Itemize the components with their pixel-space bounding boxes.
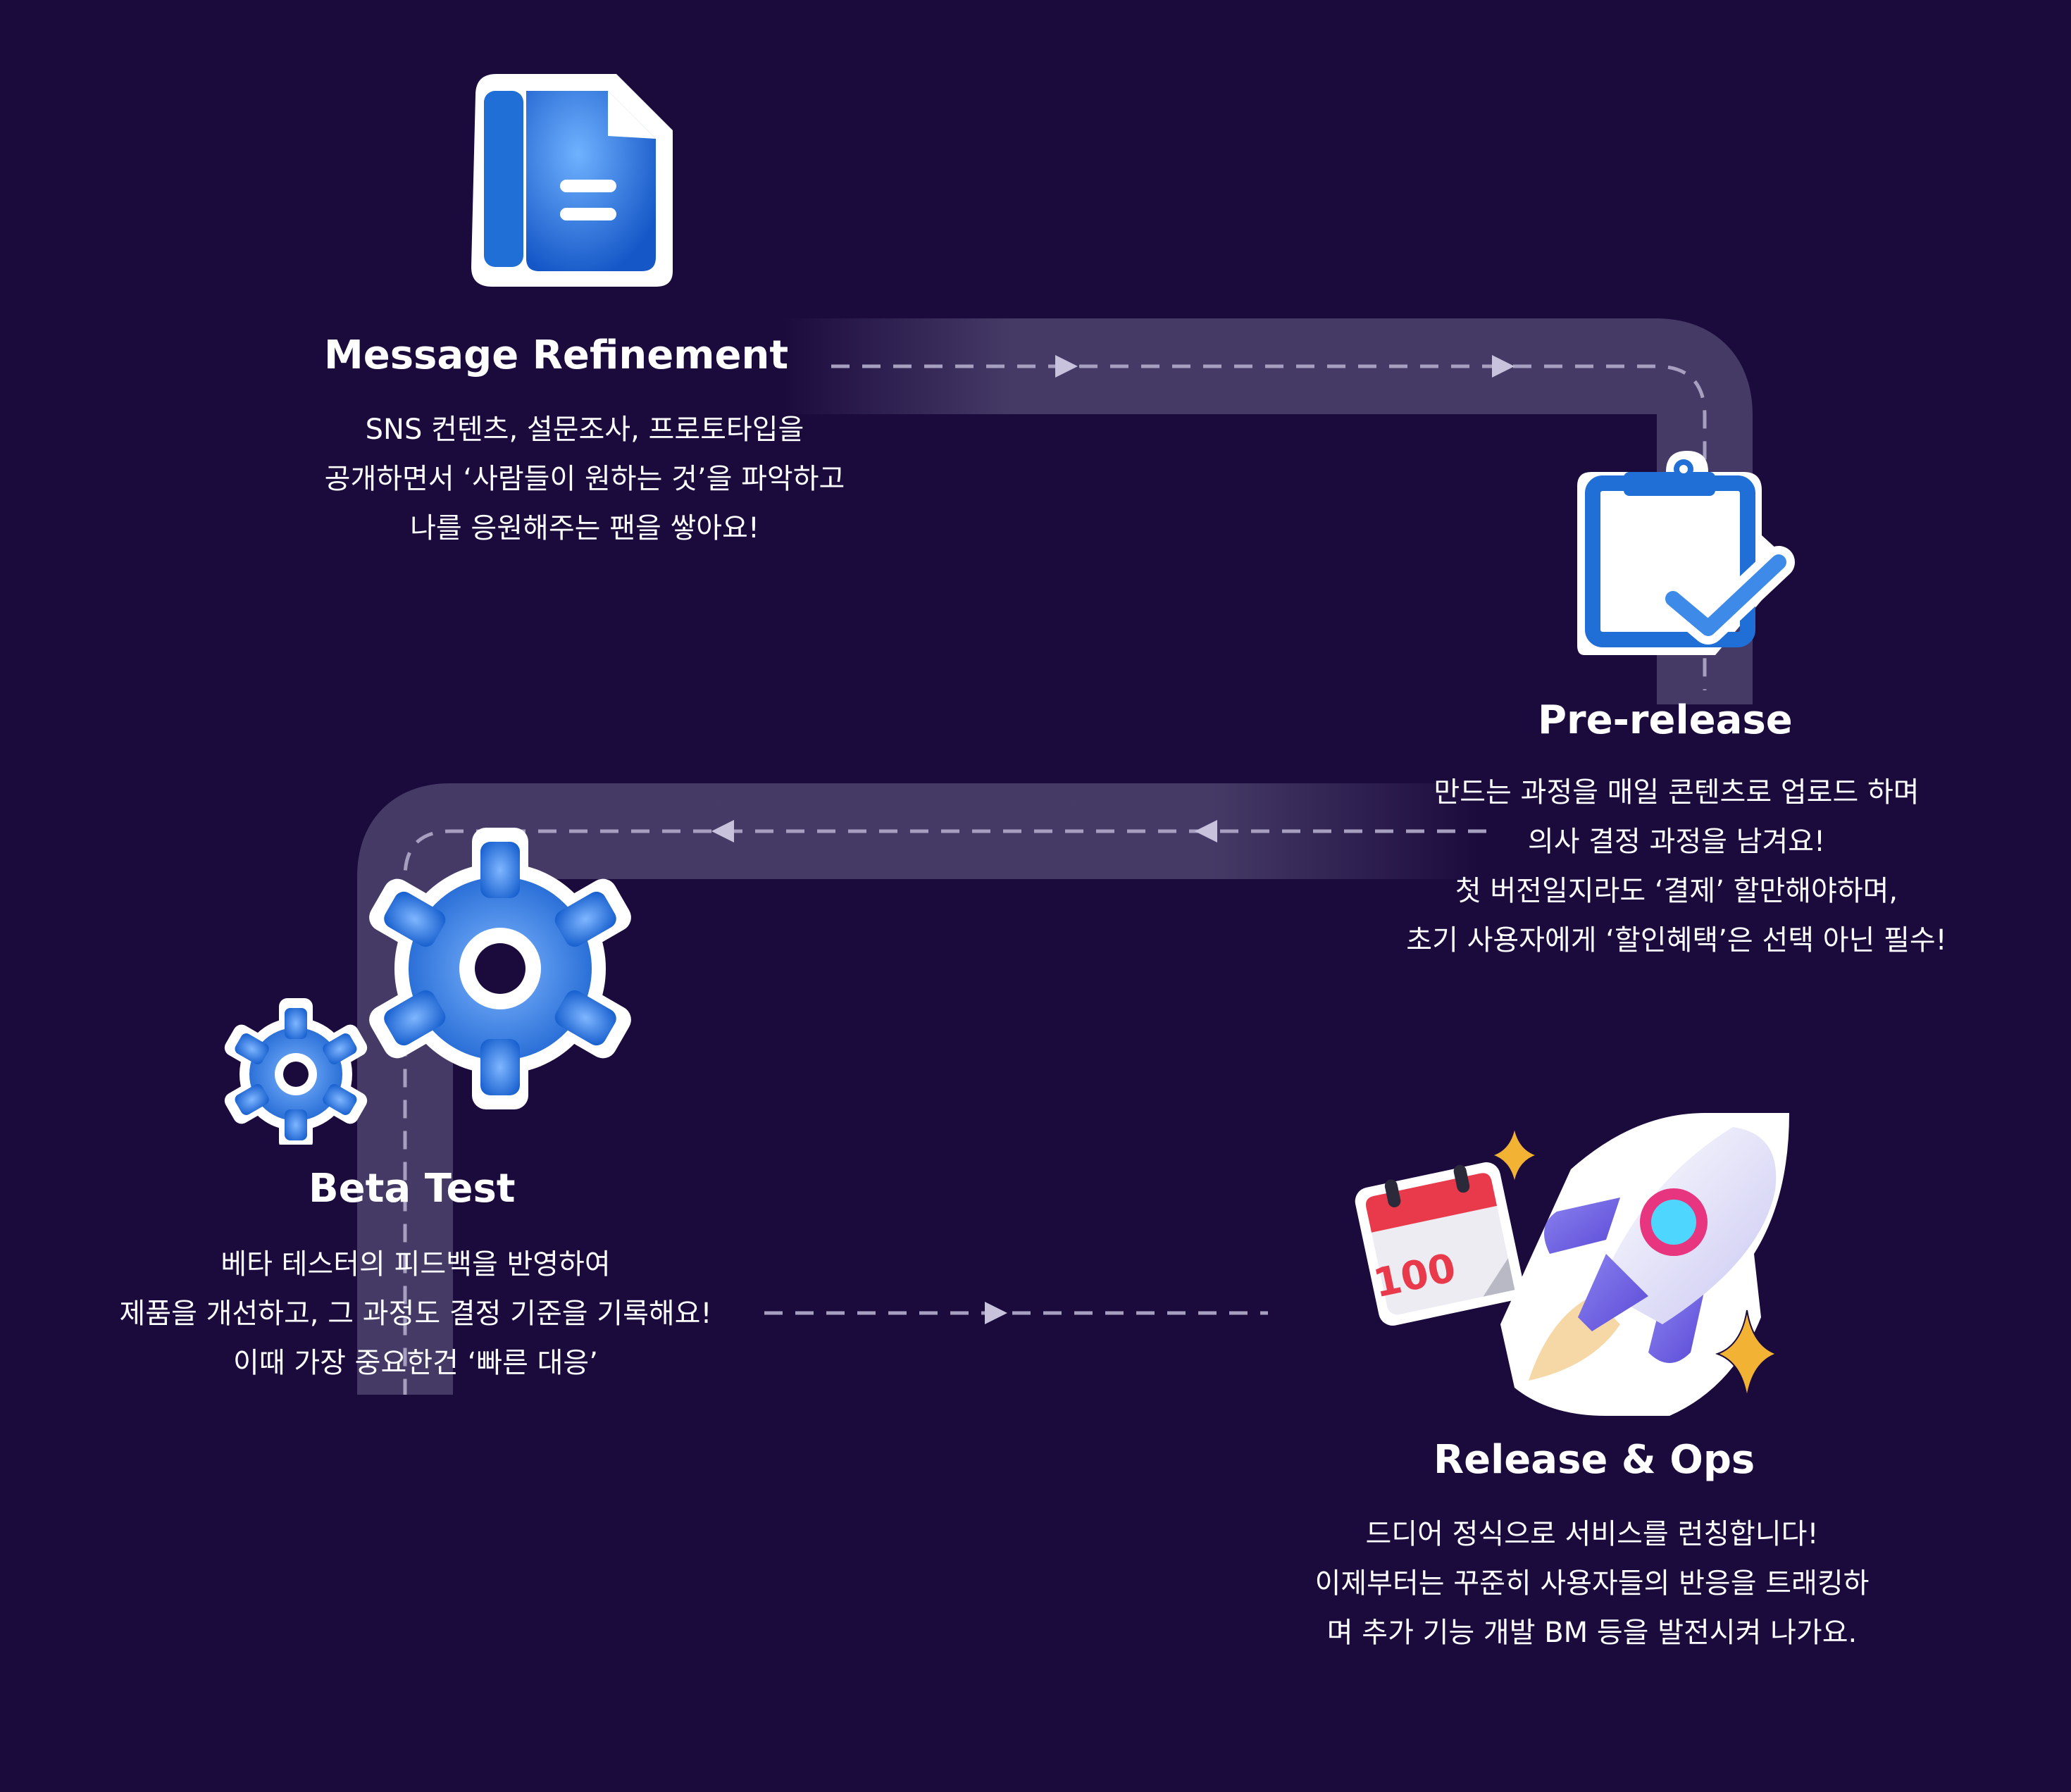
arrow-left-2 — [711, 820, 734, 842]
sparkle-icon — [1489, 1126, 1540, 1184]
step-title-message-refinement: Message Refinement — [324, 332, 789, 378]
desc-line: 초기 사용자에게 ‘할인혜택’은 선택 아닌 필수! — [1406, 924, 1947, 957]
rocket-icon: 100 — [1355, 1113, 1789, 1416]
desc-line: 며 추가 기능 개발 BM 등을 발전시켜 나가요. — [1326, 1617, 1858, 1649]
gears-icon — [224, 828, 631, 1145]
desc-line: 제품을 개선하고, 그 과정도 결정 기준을 기록해요! — [119, 1298, 712, 1330]
dash-middle — [403, 829, 1486, 1395]
arrow-right-2 — [1492, 355, 1515, 378]
step-desc-pre-release: 만드는 과정을 매일 콘텐츠로 업로드 하며 의사 결정 과정을 남겨요! 첫 … — [1360, 768, 1994, 965]
document-icon — [471, 74, 673, 287]
arrow-right-3 — [985, 1302, 1007, 1324]
desc-line: 나를 응원해주는 팬을 쌓아요! — [410, 512, 759, 545]
step-title-beta-test: Beta Test — [309, 1166, 516, 1212]
step-title-pre-release: Pre-release — [1538, 697, 1793, 743]
desc-line: 드디어 정식으로 서비스를 런칭합니다! — [1365, 1518, 1819, 1550]
desc-line: 베타 테스터의 피드백을 반영하여 — [220, 1248, 611, 1281]
desc-line: 공개하면서 ‘사람들이 원하는 것’을 파악하고 — [324, 463, 845, 495]
step-desc-message-refinement: SNS 컨텐츠, 설문조사, 프로토타입을 공개하면서 ‘사람들이 원하는 것’… — [296, 405, 873, 553]
desc-line: 만드는 과정을 매일 콘텐츠로 업로드 하며 — [1433, 776, 1920, 809]
arrow-right-1 — [1055, 355, 1078, 378]
desc-line: 이제부터는 꾸준히 사용자들의 반응을 트래킹하 — [1314, 1567, 1870, 1600]
step-desc-release-ops: 드디어 정식으로 서비스를 런칭합니다! 이제부터는 꾸준히 사용자들의 반응을… — [1254, 1510, 1930, 1657]
dash-top — [831, 364, 1707, 690]
sparkle-icon — [1715, 1309, 1779, 1398]
desc-line: 첫 버전일지라도 ‘결제’ 할만해야하며, — [1455, 875, 1898, 907]
step-title-release-ops: Release & Ops — [1433, 1437, 1755, 1483]
desc-line: 의사 결정 과정을 남겨요! — [1527, 826, 1826, 858]
desc-line: 이때 가장 중요한건 ‘빠른 대응’ — [233, 1347, 598, 1379]
track-top — [782, 318, 1753, 704]
arrow-left-1 — [1195, 820, 1217, 842]
clipboard-check-icon — [1577, 451, 1795, 655]
step-desc-beta-test: 베타 테스터의 피드백을 반영하여 제품을 개선하고, 그 과정도 결정 기준을… — [70, 1240, 761, 1388]
desc-line: SNS 컨텐츠, 설문조사, 프로토타입을 — [365, 413, 804, 446]
